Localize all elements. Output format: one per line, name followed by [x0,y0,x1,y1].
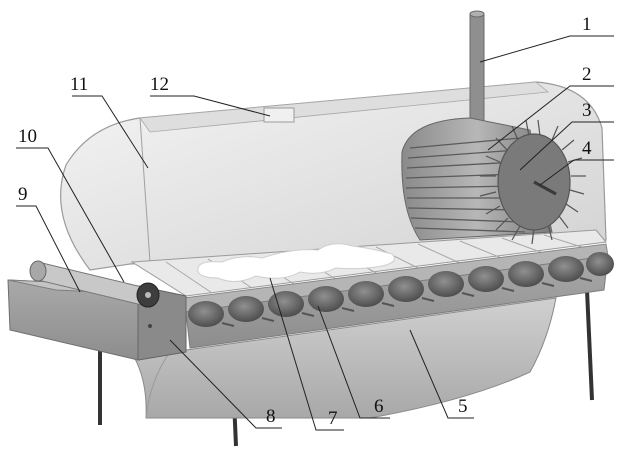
callout-1: 1 [582,14,592,35]
hood-top-box [263,107,295,123]
rollers [188,252,614,327]
callout-11: 11 [70,74,88,95]
callout-12: 12 [150,74,169,95]
callout-2: 2 [582,64,592,85]
trough [124,297,557,419]
brush-drum [401,117,586,245]
callout-9: 9 [18,184,28,205]
brush-bristles [405,137,526,233]
callouts: 1 2 3 4 5 6 7 8 9 10 11 12 [18,14,592,429]
roller-pins [221,277,593,327]
callout-10: 10 [18,126,37,147]
callout-5: 5 [458,396,468,417]
pipe [469,10,485,127]
callout-4: 4 [582,138,592,159]
callout-6: 6 [374,396,384,417]
callout-8: 8 [266,406,276,427]
drum-end-bristles [479,119,586,245]
callout-3: 3 [582,100,592,121]
drum-shaft [533,180,557,196]
callout-7: 7 [328,408,338,429]
leader-lines [16,35,614,431]
dough-sheet [197,243,395,282]
top-roller [29,260,160,308]
